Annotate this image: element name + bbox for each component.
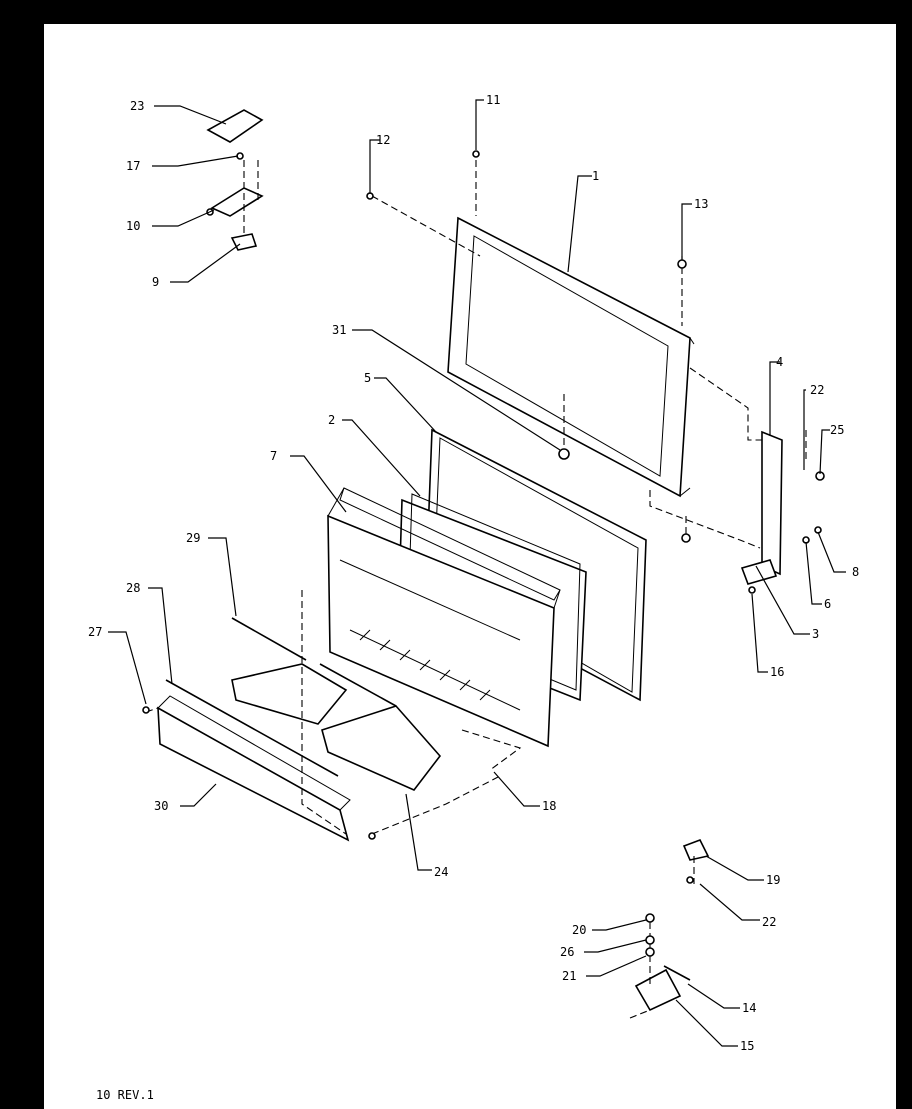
callout-9: 9	[152, 275, 159, 289]
callout-8: 8	[852, 565, 859, 579]
callout-14: 14	[742, 1001, 756, 1015]
assembly-line	[301, 590, 347, 835]
callout-18: 18	[542, 799, 556, 813]
callout-13: 13	[694, 197, 708, 211]
callout-31: 31	[332, 323, 346, 337]
callout-22-top: 22	[810, 383, 824, 397]
door-liner-frame	[327, 487, 561, 748]
callout-4: 4	[776, 355, 783, 369]
edge-mark	[20, 60, 24, 90]
callout-5: 5	[364, 371, 371, 385]
assembly-line	[371, 775, 501, 835]
door-bin-large	[157, 695, 351, 842]
callout-24: 24	[434, 865, 448, 879]
assembly-line	[689, 367, 764, 441]
callout-2: 2	[328, 413, 335, 427]
callout-12: 12	[376, 133, 390, 147]
callout-1: 1	[592, 169, 599, 183]
callout-20: 20	[572, 923, 586, 937]
callout-15: 15	[740, 1039, 754, 1053]
bottom-hinge	[634, 965, 691, 1012]
callout-10: 10	[126, 219, 140, 233]
top-hinge-cover	[206, 109, 264, 143]
assembly-line	[461, 729, 522, 771]
door-outer-panel	[447, 216, 695, 498]
callout-22-bottom: 22	[762, 915, 776, 929]
callout-11: 11	[486, 93, 500, 107]
top-hinge	[210, 187, 264, 251]
assembly-line	[649, 490, 761, 549]
callout-19: 19	[766, 873, 780, 887]
shelf-rail-28	[165, 679, 339, 777]
callout-17: 17	[126, 159, 140, 173]
shelf-rail-29	[231, 617, 307, 661]
callout-7: 7	[270, 449, 277, 463]
leader-lines	[108, 99, 846, 1047]
callout-27: 27	[88, 625, 102, 639]
shelf-rail-29b	[319, 663, 397, 707]
callout-3: 3	[812, 627, 819, 641]
callout-29: 29	[186, 531, 200, 545]
assembly-line	[371, 195, 481, 257]
bottom-hinge-bracket	[740, 430, 783, 585]
callout-6: 6	[824, 597, 831, 611]
revision-label: 10 REV.1	[96, 1088, 154, 1102]
callout-30: 30	[154, 799, 168, 813]
assembly-line	[629, 1009, 651, 1019]
callout-25: 25	[830, 423, 844, 437]
callout-16: 16	[770, 665, 784, 679]
door-bin-small	[231, 663, 442, 791]
callout-labels: 23 17 10 9 11 12 1 13 31 5 2 7 4 22 25 8…	[88, 93, 859, 1053]
callout-28: 28	[126, 581, 140, 595]
callout-21: 21	[562, 969, 576, 983]
hinge-plate-19	[682, 838, 710, 861]
callout-26: 26	[560, 945, 574, 959]
fasteners	[142, 150, 825, 957]
callout-23: 23	[130, 99, 144, 113]
